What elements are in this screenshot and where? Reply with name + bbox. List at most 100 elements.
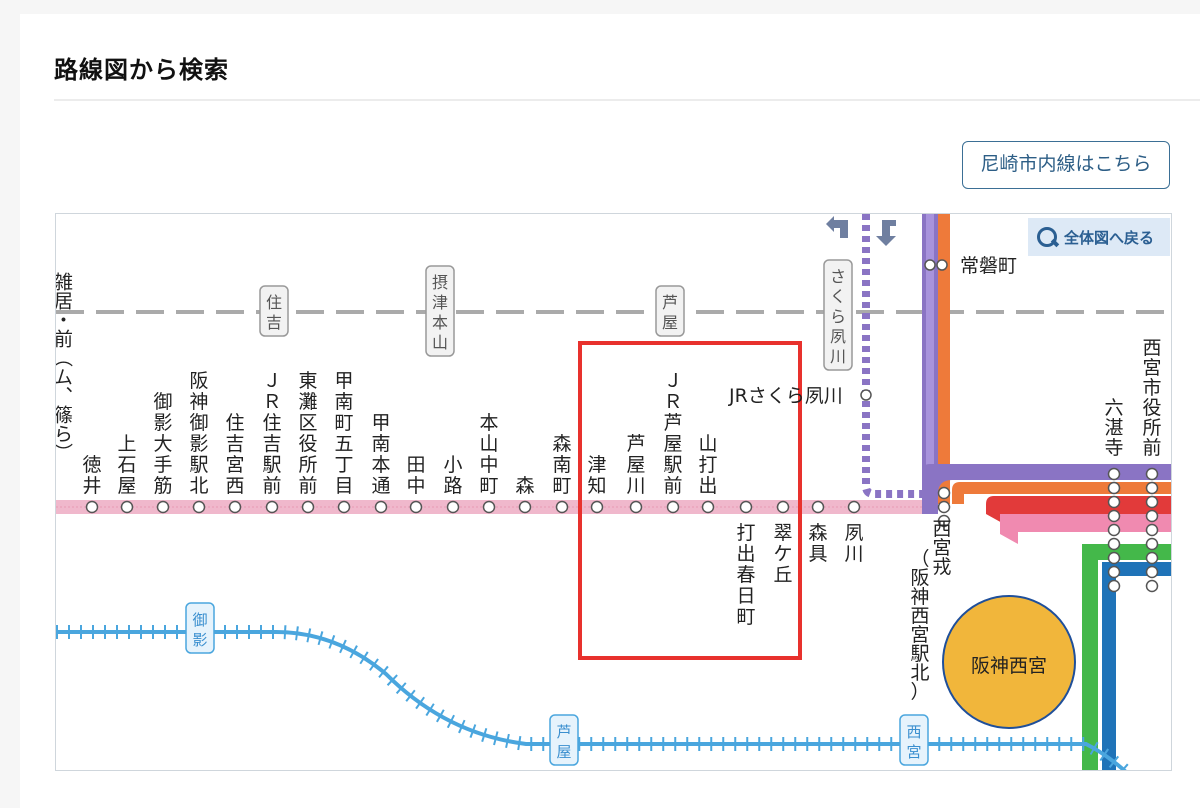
station-nishinomiya-ebisu[interactable]: 西宮戎 bbox=[932, 518, 951, 578]
station-3[interactable]: 御影大手筋 bbox=[153, 391, 172, 497]
station-marker[interactable] bbox=[1107, 509, 1121, 523]
amagasaki-line-button[interactable]: 尼崎市内線はこちら bbox=[962, 141, 1170, 189]
station-4[interactable]: 阪神御影駅北 bbox=[189, 370, 208, 497]
station-marker[interactable] bbox=[192, 500, 206, 514]
zoom-out-label: 全体図へ戻る bbox=[1064, 228, 1155, 247]
station-marker[interactable] bbox=[847, 500, 861, 514]
station-marker[interactable] bbox=[265, 500, 279, 514]
station-south-1[interactable]: 打出春日町 bbox=[736, 522, 755, 628]
clipped-left-label: 雑居・前（ム、篠ら） bbox=[56, 272, 73, 462]
station-marker[interactable] bbox=[1145, 537, 1159, 551]
jr-line-ticks bbox=[56, 625, 1131, 770]
tokiwacho-label: 常磐町 bbox=[960, 255, 1017, 277]
purple-line-inner bbox=[926, 214, 934, 514]
station-city-hall[interactable]: 西宮市役所前 bbox=[1142, 337, 1161, 459]
station-marker[interactable] bbox=[1145, 579, 1159, 593]
station-marker[interactable] bbox=[629, 500, 643, 514]
station-marker[interactable] bbox=[1145, 551, 1159, 565]
station-17[interactable]: ＪＲ芦屋駅前 bbox=[663, 370, 682, 497]
jr-stop-2: 芦屋 bbox=[556, 723, 571, 761]
station-marker[interactable] bbox=[1145, 509, 1159, 523]
station-marker[interactable] bbox=[776, 500, 790, 514]
red-line bbox=[986, 496, 1171, 524]
station-15[interactable]: 津知 bbox=[587, 454, 606, 497]
page-title: 路線図から検索 bbox=[54, 56, 229, 84]
station-16[interactable]: 芦屋川 bbox=[626, 433, 645, 497]
station-marker[interactable] bbox=[811, 500, 825, 514]
station-10[interactable]: 田中 bbox=[406, 454, 425, 497]
hankyu-stop-4: さくら夙川 bbox=[830, 267, 846, 366]
station-marker[interactable] bbox=[1145, 481, 1159, 495]
hankyu-stop-1: 住吉 bbox=[266, 293, 282, 332]
station-marker[interactable] bbox=[301, 500, 315, 514]
station-marker[interactable] bbox=[1107, 579, 1121, 593]
station-marker[interactable] bbox=[1145, 495, 1159, 509]
station-2[interactable]: 上石屋 bbox=[117, 433, 136, 497]
station-marker[interactable] bbox=[1145, 523, 1159, 537]
station-marker[interactable] bbox=[1107, 495, 1121, 509]
station-marker[interactable] bbox=[937, 500, 951, 514]
sakura-route bbox=[862, 214, 922, 498]
station-8[interactable]: 甲南町五丁目 bbox=[334, 370, 353, 497]
green-line-h bbox=[1082, 544, 1171, 560]
station-marker[interactable] bbox=[1107, 467, 1121, 481]
station-marker[interactable] bbox=[555, 500, 569, 514]
zoom-out-icon bbox=[1036, 226, 1058, 248]
station-marker[interactable] bbox=[739, 500, 753, 514]
station-7[interactable]: 東灘区役所前 bbox=[298, 370, 317, 497]
zoom-out-button[interactable]: 全体図へ戻る bbox=[1028, 218, 1170, 256]
station-marker[interactable] bbox=[1145, 467, 1159, 481]
station-12[interactable]: 本山中町 bbox=[479, 412, 498, 497]
hankyu-stop-1-badge bbox=[259, 285, 289, 337]
station-marker[interactable] bbox=[120, 500, 134, 514]
station-south-2[interactable]: 翠ケ丘 bbox=[773, 522, 792, 586]
jr-stop-1-badge bbox=[185, 602, 215, 654]
station-1[interactable]: 徳井 bbox=[82, 454, 101, 497]
jr-sakura-label: JRさくら夙川 bbox=[728, 385, 843, 407]
station-south-3[interactable]: 森具 bbox=[808, 522, 827, 565]
hankyu-stop-2-badge bbox=[425, 265, 455, 357]
station-marker[interactable] bbox=[482, 500, 496, 514]
station-marker[interactable] bbox=[1107, 481, 1121, 495]
station-marker[interactable] bbox=[701, 500, 715, 514]
route-map[interactable]: 雑居・前（ム、篠ら） 徳井上石屋御影大手筋阪神御影駅北住吉宮西 ＪＲ住吉駅前東灘区… bbox=[55, 213, 1172, 771]
station-marker[interactable] bbox=[666, 500, 680, 514]
hankyu-stop-3: 芦屋 bbox=[662, 293, 678, 332]
station-5[interactable]: 住吉宮西 bbox=[225, 412, 244, 497]
station-south-4[interactable]: 夙川 bbox=[844, 522, 863, 565]
station-marker[interactable] bbox=[409, 500, 423, 514]
station-marker[interactable] bbox=[374, 500, 388, 514]
station-marker[interactable] bbox=[1145, 565, 1159, 579]
station-marker[interactable] bbox=[1107, 551, 1121, 565]
hankyu-stop-3-badge bbox=[655, 285, 685, 337]
station-marker[interactable] bbox=[85, 500, 99, 514]
station-nishinomiya-ebisu-sub[interactable]: （阪神西宮駅北） bbox=[910, 548, 929, 703]
hankyu-stop-4-badge bbox=[823, 259, 853, 371]
station-marker[interactable] bbox=[1107, 537, 1121, 551]
station-marker[interactable] bbox=[1107, 565, 1121, 579]
station-6[interactable]: ＪＲ住吉駅前 bbox=[262, 370, 281, 497]
station-11[interactable]: 小路 bbox=[443, 454, 462, 497]
station-marker[interactable] bbox=[1107, 523, 1121, 537]
station-13[interactable]: 森 bbox=[515, 475, 534, 497]
station-marker[interactable] bbox=[937, 514, 951, 528]
station-marker[interactable] bbox=[156, 500, 170, 514]
station-marker[interactable] bbox=[937, 486, 951, 500]
green-line bbox=[1082, 544, 1098, 770]
station-marker[interactable] bbox=[590, 500, 604, 514]
jr-stop-3: 西宮 bbox=[906, 723, 921, 761]
hanshin-nishinomiya-hub bbox=[942, 595, 1076, 729]
hankyu-stop-2: 摂津本山 bbox=[432, 273, 448, 352]
station-marker[interactable] bbox=[337, 500, 351, 514]
station-marker[interactable] bbox=[228, 500, 242, 514]
station-14[interactable]: 森南町 bbox=[552, 433, 571, 497]
orange-line bbox=[938, 214, 950, 504]
station-rokutanji[interactable]: 六湛寺 bbox=[1104, 397, 1123, 459]
station-marker[interactable] bbox=[446, 500, 460, 514]
arrow-left-icon bbox=[826, 216, 848, 238]
highlight-box bbox=[578, 341, 802, 660]
station-marker[interactable] bbox=[518, 500, 532, 514]
station-18[interactable]: 山打出 bbox=[698, 433, 717, 497]
station-9[interactable]: 甲南本通 bbox=[371, 412, 390, 497]
